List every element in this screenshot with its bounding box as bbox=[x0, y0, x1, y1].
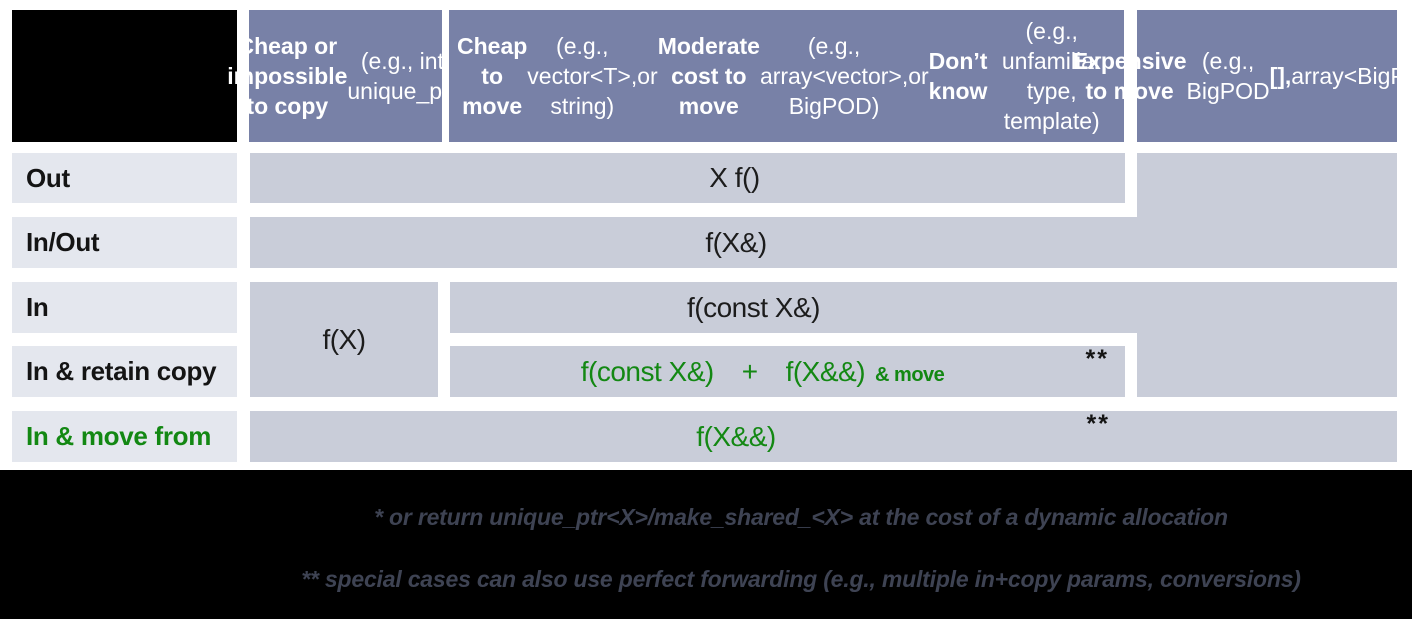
cell-in-by-value: f(X) bbox=[250, 282, 438, 397]
cell-out-return: X f() bbox=[250, 153, 1125, 203]
row-label-in-move-from: In & move from bbox=[12, 411, 237, 462]
code-in-by-value: f(X) bbox=[322, 323, 366, 355]
code-in-retain-copy: f(const X&)+f(X&&)& move bbox=[580, 355, 945, 387]
column-header-cheap-copy: Cheap or impossible to copy (e.g., int, … bbox=[227, 10, 464, 142]
code-inout-ref: f(X&) bbox=[705, 226, 767, 258]
row-label-in-out: In/Out bbox=[12, 217, 237, 268]
row-label-out: Out bbox=[12, 153, 237, 203]
code-in-move-from: f(X&&) bbox=[696, 420, 776, 452]
footer-band: * or return unique_ptr<X>/make_shared_<X… bbox=[0, 470, 1412, 619]
column-header-expensive-move: Expensive to move(e.g., BigPOD[],array<B… bbox=[1073, 10, 1412, 142]
cell-in-move-from: f(X&&) ** bbox=[250, 410, 1397, 462]
footnote-perfect-forwarding: ** special cases can also use perfect fo… bbox=[301, 566, 1301, 592]
row-label-in-retain-copy: In & retain copy bbox=[12, 346, 237, 397]
code-in-const-ref: f(const X&) bbox=[687, 291, 820, 323]
corner-box bbox=[12, 10, 237, 142]
double-asterisk-note: ** bbox=[1086, 410, 1110, 438]
row-label-in: In bbox=[12, 282, 237, 333]
double-asterisk-note: ** bbox=[1085, 345, 1109, 373]
cell-inout-ref: f(X&) bbox=[250, 217, 1397, 268]
footnote-dynamic-allocation: * or return unique_ptr<X>/make_shared_<X… bbox=[374, 504, 1228, 530]
cell-in-const-ref: f(const X&) bbox=[450, 282, 1397, 333]
column-header-cheap-move: Cheap to move (e.g., vector<T>, string)o… bbox=[449, 10, 1124, 142]
code-out-return: X f() bbox=[709, 162, 760, 193]
cell-in-retain-copy: f(const X&)+f(X&&)& move ** bbox=[450, 345, 1125, 397]
